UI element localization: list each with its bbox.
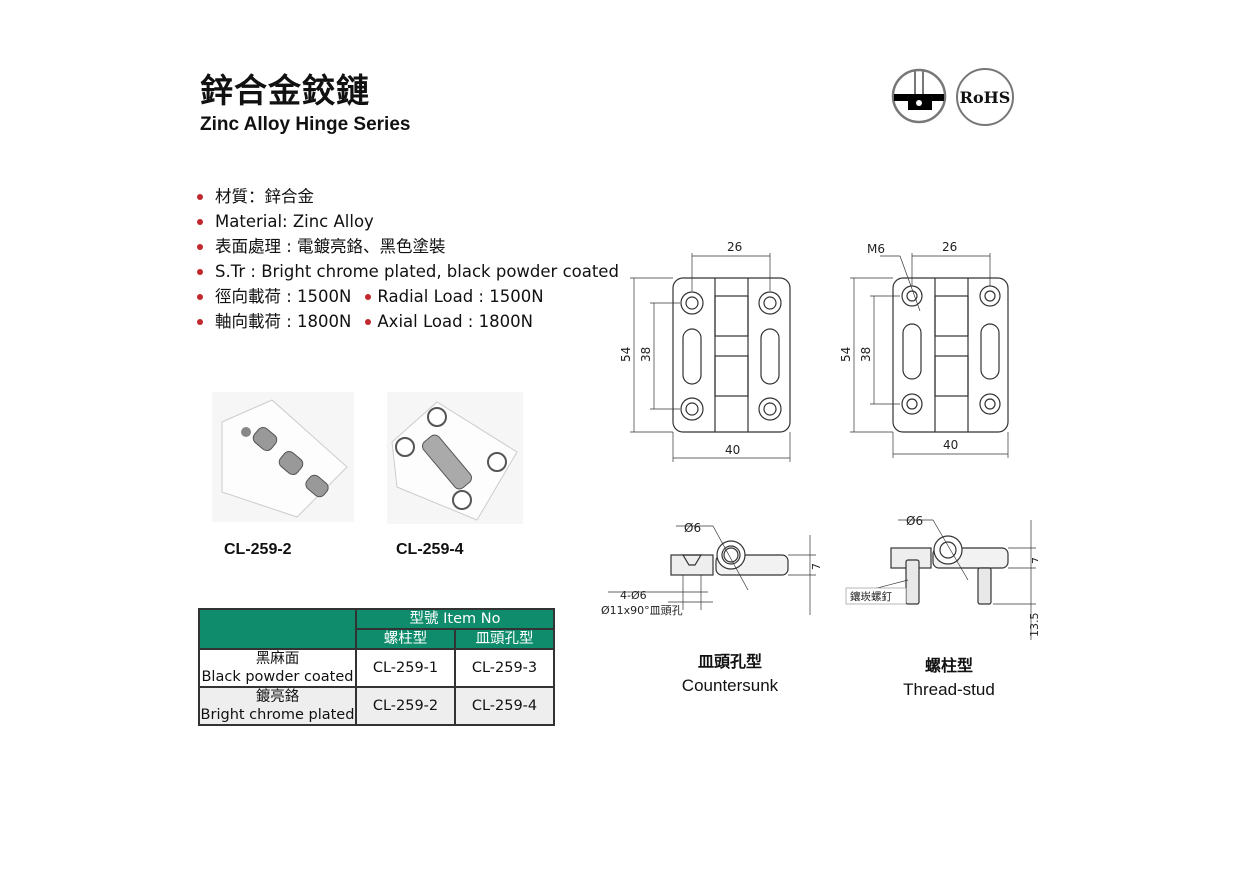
dim-countersink: Ø11x90°皿頭孔: [601, 604, 683, 617]
spec-text-en: Axial Load : 1800N: [377, 312, 533, 331]
dim-hole-spacing: 38: [859, 347, 873, 362]
item-cell: CL-259-1: [355, 648, 456, 688]
item-cell: CL-259-4: [454, 686, 555, 726]
bullet-icon: [197, 318, 203, 325]
spec-text: 軸向載荷 : 1800N: [215, 312, 352, 331]
rohs-badge: RoHS: [956, 68, 1014, 126]
bullet-icon: [197, 243, 203, 250]
table-header-item-no: 型號 Item No: [355, 608, 555, 630]
photo-label: CL-259-2: [224, 541, 292, 558]
photo-label: CL-259-4: [396, 541, 464, 558]
bullet-icon: [365, 318, 372, 325]
page-title: 鋅合金鉸鏈: [200, 71, 370, 110]
stud-note: 鑲崁螺釘: [850, 590, 892, 603]
ground-symbol-icon: [891, 68, 947, 124]
dim-height: 54: [839, 347, 853, 362]
table-row: 黑麻面 Black powder coated CL-259-1 CL-259-3: [198, 648, 555, 688]
caption-stud: 螺柱型 Thread-stud: [869, 654, 1029, 702]
finish-zh: 黑麻面: [255, 651, 300, 667]
item-cell: CL-259-3: [454, 648, 555, 688]
caption-zh: 皿頭孔型: [697, 652, 762, 671]
dim-thread: M6: [867, 242, 885, 256]
side-view-stud: [857, 519, 1036, 640]
product-photo-cl-259-4: [387, 392, 523, 524]
caption-en: Countersunk: [681, 676, 779, 695]
bullet-icon: [365, 293, 372, 300]
caption-zh: 螺柱型: [924, 656, 973, 675]
bullet-icon: [197, 218, 203, 225]
dim-thickness: 7: [1030, 557, 1038, 564]
spec-text: Material: Zinc Alloy: [215, 212, 374, 231]
dim-thickness: 7: [810, 563, 823, 570]
dim-width-top: 26: [727, 240, 742, 254]
spec-item: Material: Zinc Alloy: [197, 209, 619, 234]
dim-width: 40: [725, 443, 740, 457]
spec-list: 材質：鋅合金 Material: Zinc Alloy 表面處理 : 電鍍亮鉻、…: [197, 184, 619, 334]
spec-text: S.Tr : Bright chrome plated, black powde…: [215, 262, 619, 281]
finish-en: Bright chrome plated: [200, 707, 355, 723]
front-view-drawings: 26 54 38 40 M6 26 54 38 40: [619, 240, 1009, 462]
product-photo-cl-259-2: [212, 392, 354, 522]
side-view-drawings: Ø6 7 4-Ø6 Ø11x90°皿頭孔 Ø6 鑲崁螺釘 7 13.5: [601, 514, 1038, 640]
spec-text: 表面處理 : 電鍍亮鉻、黑色塗裝: [215, 237, 446, 256]
bullet-icon: [197, 293, 203, 300]
finish-cell: 鍍亮鉻 Bright chrome plated: [198, 686, 357, 726]
dim-width-top: 26: [942, 240, 957, 254]
spec-item: 材質：鋅合金: [197, 184, 619, 209]
side-view-countersunk: [608, 525, 816, 615]
finish-cell: 黑麻面 Black powder coated: [198, 648, 357, 688]
dim-hole-spacing: 38: [639, 347, 653, 362]
spec-item: 表面處理 : 電鍍亮鉻、黑色塗裝: [197, 234, 619, 259]
dim-pin: Ø6: [684, 521, 701, 535]
front-view-stud: [850, 253, 1009, 458]
front-view-countersunk: [630, 253, 791, 462]
item-cell: CL-259-2: [355, 686, 456, 726]
dim-pin: Ø6: [906, 514, 923, 528]
spec-item: 徑向載荷 : 1500N Radial Load : 1500N: [197, 284, 619, 309]
finish-en: Black powder coated: [201, 669, 354, 685]
dim-holes: 4-Ø6: [620, 589, 647, 602]
finish-zh: 鍍亮鉻: [255, 689, 300, 705]
dim-stud-length: 13.5: [1028, 613, 1038, 638]
spec-text: 徑向載荷 : 1500N: [215, 287, 352, 306]
table-row: 鍍亮鉻 Bright chrome plated CL-259-2 CL-259-…: [198, 686, 555, 726]
spec-text: 材質：鋅合金: [215, 187, 314, 206]
spec-text-en: Radial Load : 1500N: [377, 287, 544, 306]
spec-item: 軸向載荷 : 1800N Axial Load : 1800N: [197, 309, 619, 334]
table-corner: [198, 608, 357, 650]
bullet-icon: [197, 193, 203, 200]
caption-en: Thread-stud: [903, 680, 995, 699]
spec-item: S.Tr : Bright chrome plated, black powde…: [197, 259, 619, 284]
dim-width: 40: [943, 438, 958, 452]
bullet-icon: [197, 268, 203, 275]
caption-countersunk: 皿頭孔型 Countersunk: [650, 650, 810, 698]
dim-height: 54: [619, 347, 633, 362]
table-header-countersunk: 皿頭孔型: [454, 628, 555, 650]
table-header-stud: 螺柱型: [355, 628, 456, 650]
item-table: 型號 Item No 螺柱型 皿頭孔型 黑麻面 Black powder coat…: [198, 608, 555, 726]
page-subtitle: Zinc Alloy Hinge Series: [200, 114, 411, 135]
